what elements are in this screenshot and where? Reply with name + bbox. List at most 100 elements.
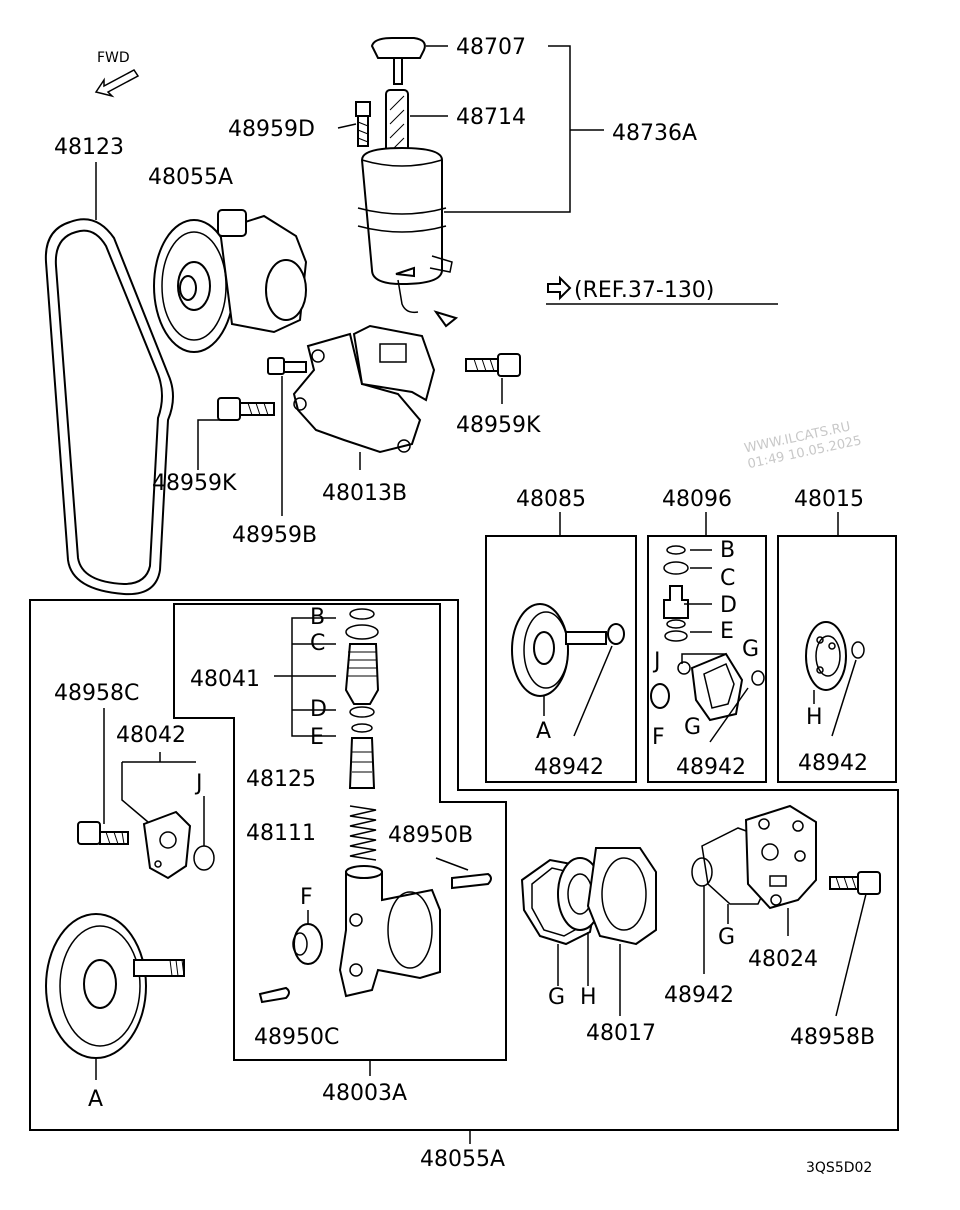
- bolt-48959K-right-icon: [465, 353, 521, 377]
- pump-body-outline-48003A: [173, 603, 507, 1061]
- leaders-box3: [813, 659, 857, 737]
- bushing-F-icon: [292, 923, 323, 965]
- kit-box-48096: [647, 535, 767, 783]
- label-main-F: F: [300, 885, 313, 910]
- leader-48950B: [435, 857, 469, 871]
- leaders-lower-right: [703, 886, 789, 974]
- bolt-48958C-icon: [77, 821, 129, 845]
- valve-spring-icon: [349, 805, 377, 861]
- label-box2-G1: G: [742, 637, 759, 662]
- bolt-48959K-left-icon: [217, 397, 275, 421]
- label-box2-G2: G: [684, 715, 701, 740]
- label-main-H: H: [580, 985, 597, 1010]
- bolt-48959B-icon: [267, 357, 307, 375]
- label-48959D: 48959D: [228, 117, 315, 142]
- label-48959K-left: 48959K: [152, 471, 237, 496]
- pulley-A-small-icon: [511, 603, 625, 697]
- watermark: WWW.ILCATS.RU 01:49 10.05.2025: [743, 419, 863, 472]
- label-48707: 48707: [456, 35, 526, 60]
- label-box2-F: F: [652, 725, 665, 750]
- diagram-code: 3QS5D02: [806, 1160, 872, 1176]
- label-box1-A: A: [536, 719, 551, 744]
- label-48958C: 48958C: [54, 681, 139, 706]
- pin-48950B-icon: [451, 872, 492, 890]
- label-box3-H: H: [806, 705, 823, 730]
- label-box2-E: E: [720, 619, 734, 644]
- pulley-A-icon: [45, 913, 185, 1059]
- label-main-B: B: [310, 605, 325, 630]
- main-assembly-outline: [29, 599, 899, 1131]
- bracket-48042: [121, 752, 196, 823]
- pin-48950C-icon: [258, 986, 290, 1004]
- fwd-arrow-icon: [94, 69, 140, 98]
- label-main-J: J: [194, 771, 203, 796]
- label-48950B: 48950B: [388, 823, 473, 848]
- label-48736A: 48736A: [612, 121, 697, 146]
- ref-arrow-icon: [547, 275, 572, 301]
- label-48024: 48024: [748, 947, 818, 972]
- bolt-48959D-icon: [355, 101, 371, 147]
- leaders-lower-middle: [557, 932, 621, 1016]
- label-48125: 48125: [246, 767, 316, 792]
- mounting-bracket-icon: [292, 324, 436, 454]
- cam-ring-H-icon: [805, 621, 865, 691]
- label-48085: 48085: [516, 487, 586, 512]
- leaders-box2-g: [681, 653, 749, 743]
- drive-belt-icon: [44, 218, 174, 596]
- label-48003A: 48003A: [322, 1081, 407, 1106]
- o-ring-48942-icon: [691, 857, 713, 887]
- label-box2-B: B: [720, 538, 735, 563]
- leader-48959D: [337, 123, 357, 129]
- label-box2-J: J: [652, 649, 661, 674]
- label-48015: 48015: [794, 487, 864, 512]
- bolt-48958B-icon: [829, 871, 881, 895]
- leader-48959K-left: [197, 419, 226, 470]
- label-main-D: D: [310, 697, 327, 722]
- fwd-label: FWD: [97, 50, 130, 66]
- reservoir-cap-icon: [370, 37, 426, 85]
- label-main-G1: G: [548, 985, 565, 1010]
- label-box3-48942: 48942: [798, 751, 868, 776]
- label-main-E: E: [310, 725, 324, 750]
- label-box2-C: C: [720, 566, 735, 591]
- label-48714: 48714: [456, 105, 526, 130]
- label-48055A-bottom: 48055A: [420, 1147, 505, 1172]
- seal-kit-parts-icon: [650, 545, 765, 722]
- bracket-48736A: [444, 45, 604, 213]
- pump-assembly-icon: [153, 209, 308, 353]
- label-48959K-right: 48959K: [456, 413, 541, 438]
- leaders-box2: [684, 549, 712, 633]
- label-main-C: C: [310, 631, 325, 656]
- label-48042: 48042: [116, 723, 186, 748]
- label-box2-48942: 48942: [676, 755, 746, 780]
- leader-box1-48942: [573, 645, 613, 737]
- cam-ring-48017-icon: [586, 847, 657, 946]
- label-48111: 48111: [246, 821, 316, 846]
- label-48041: 48041: [190, 667, 260, 692]
- label-48958B: 48958B: [790, 1025, 875, 1050]
- bracket-48041: [274, 617, 336, 737]
- label-box1-48942: 48942: [534, 755, 604, 780]
- label-48959B: 48959B: [232, 523, 317, 548]
- label-main-G2: G: [718, 925, 735, 950]
- pump-cover-48024-icon: [744, 804, 817, 910]
- flow-control-valve-icon: [344, 608, 380, 789]
- pump-body-icon: [338, 865, 441, 998]
- label-48096: 48096: [662, 487, 732, 512]
- label-48013B: 48013B: [322, 481, 407, 506]
- label-48055A-top: 48055A: [148, 165, 233, 190]
- outlet-flange-icon: [142, 810, 192, 880]
- kit-box-48085: [485, 535, 637, 783]
- leader-48958B: [835, 893, 867, 1017]
- label-48017: 48017: [586, 1021, 656, 1046]
- label-main-A: A: [88, 1087, 103, 1112]
- reservoir-tank-icon: [357, 146, 459, 328]
- label-48942-bottom: 48942: [664, 983, 734, 1008]
- label-48123: 48123: [54, 135, 124, 160]
- o-ring-J-icon: [193, 845, 215, 871]
- reservoir-filter-icon: [385, 89, 409, 153]
- label-box2-D: D: [720, 593, 737, 618]
- label-48950C: 48950C: [254, 1025, 339, 1050]
- label-ref: (REF.37-130): [574, 278, 714, 303]
